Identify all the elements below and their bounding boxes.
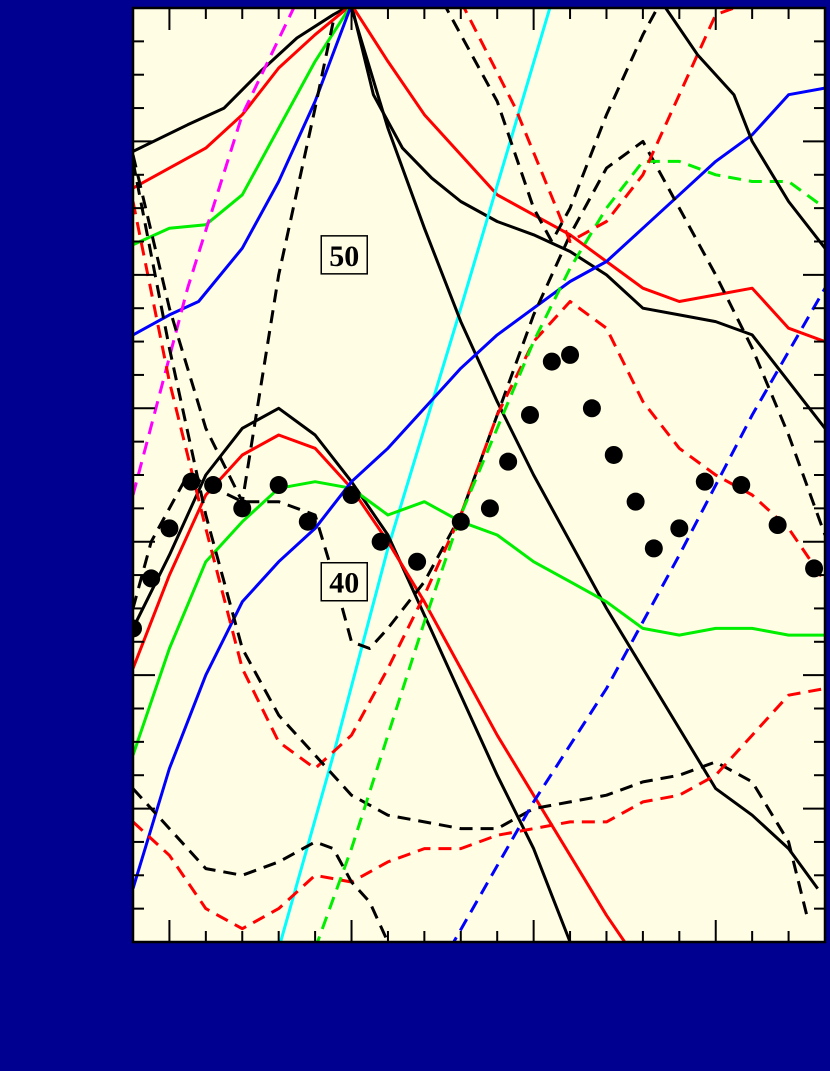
- series-line-8: [133, 406, 572, 942]
- series-line-19: [462, 8, 739, 243]
- series-line-4: [133, 8, 296, 496]
- data-marker-23: [732, 476, 751, 495]
- y-tick-label: -22: [87, 793, 127, 826]
- data-marker-24: [768, 516, 787, 535]
- marker-layer: [133, 345, 824, 638]
- y-tick-label: -12: [87, 125, 127, 158]
- y-tick-label: -24: [87, 926, 127, 959]
- annotation-label: 40: [329, 567, 359, 600]
- data-marker-19: [626, 492, 645, 511]
- series-line-0: [133, 8, 825, 430]
- annotation-40: 40: [320, 561, 368, 602]
- data-marker-25: [805, 559, 824, 578]
- tick-layer: -0.5 0.0 0.5 1.0 -24 -22 -20 -18 -16 -14 -12: [87, 8, 826, 992]
- data-marker-18: [604, 445, 623, 464]
- series-line-20: [444, 8, 660, 243]
- data-marker-0: [133, 619, 142, 638]
- annotation-label: 50: [329, 240, 359, 273]
- data-marker-9: [371, 532, 390, 551]
- data-marker-8: [342, 486, 361, 505]
- data-marker-20: [644, 539, 663, 558]
- x-axis-title: β: [460, 1012, 497, 1070]
- series-line-14: [133, 161, 809, 916]
- y-tick-label: -16: [87, 392, 127, 425]
- series-line-6: [350, 8, 819, 890]
- y-tick-label: -20: [87, 659, 127, 692]
- data-marker-21: [670, 519, 689, 538]
- series-line-12: [133, 139, 825, 650]
- data-marker-12: [480, 499, 499, 518]
- data-marker-7: [298, 512, 317, 531]
- x-tick-label: -0.5: [146, 959, 194, 992]
- data-marker-6: [269, 476, 288, 495]
- annotation-50: 50: [320, 235, 368, 275]
- series-line-13: [133, 201, 825, 770]
- data-marker-4: [204, 476, 223, 495]
- series-line-1: [133, 8, 825, 344]
- series-line-11: [133, 86, 825, 890]
- series-line-15: [133, 687, 825, 931]
- series-line-17: [315, 159, 825, 942]
- data-marker-3: [182, 472, 201, 491]
- data-marker-14: [520, 405, 539, 424]
- data-marker-1: [142, 569, 161, 588]
- series-line-16: [133, 787, 390, 942]
- x-tick-label: 1.0: [697, 959, 735, 992]
- data-marker-11: [451, 512, 470, 531]
- data-marker-22: [695, 472, 714, 491]
- y-tick-label: -14: [87, 259, 127, 292]
- data-marker-17: [582, 399, 601, 418]
- data-marker-15: [542, 352, 561, 371]
- data-marker-13: [499, 452, 518, 471]
- data-marker-16: [561, 345, 580, 364]
- series-line-10: [133, 480, 825, 756]
- series-line-21: [663, 8, 825, 250]
- series-line-5: [279, 8, 552, 942]
- data-marker-2: [160, 519, 179, 538]
- series-line-18: [451, 287, 825, 942]
- series-line-3: [133, 8, 352, 337]
- annotation-box: [320, 235, 368, 275]
- x-tick-label: 0.5: [515, 959, 553, 992]
- y-axis-title: E (MeV): [14, 401, 59, 549]
- annotation-box: [320, 561, 368, 602]
- annotation-layer: 50 40: [320, 235, 368, 602]
- x-tick-label: 0.0: [333, 959, 371, 992]
- y-tick-label: -18: [87, 526, 127, 559]
- data-marker-10: [408, 552, 427, 571]
- data-marker-5: [233, 499, 252, 518]
- series-line-2: [133, 8, 352, 247]
